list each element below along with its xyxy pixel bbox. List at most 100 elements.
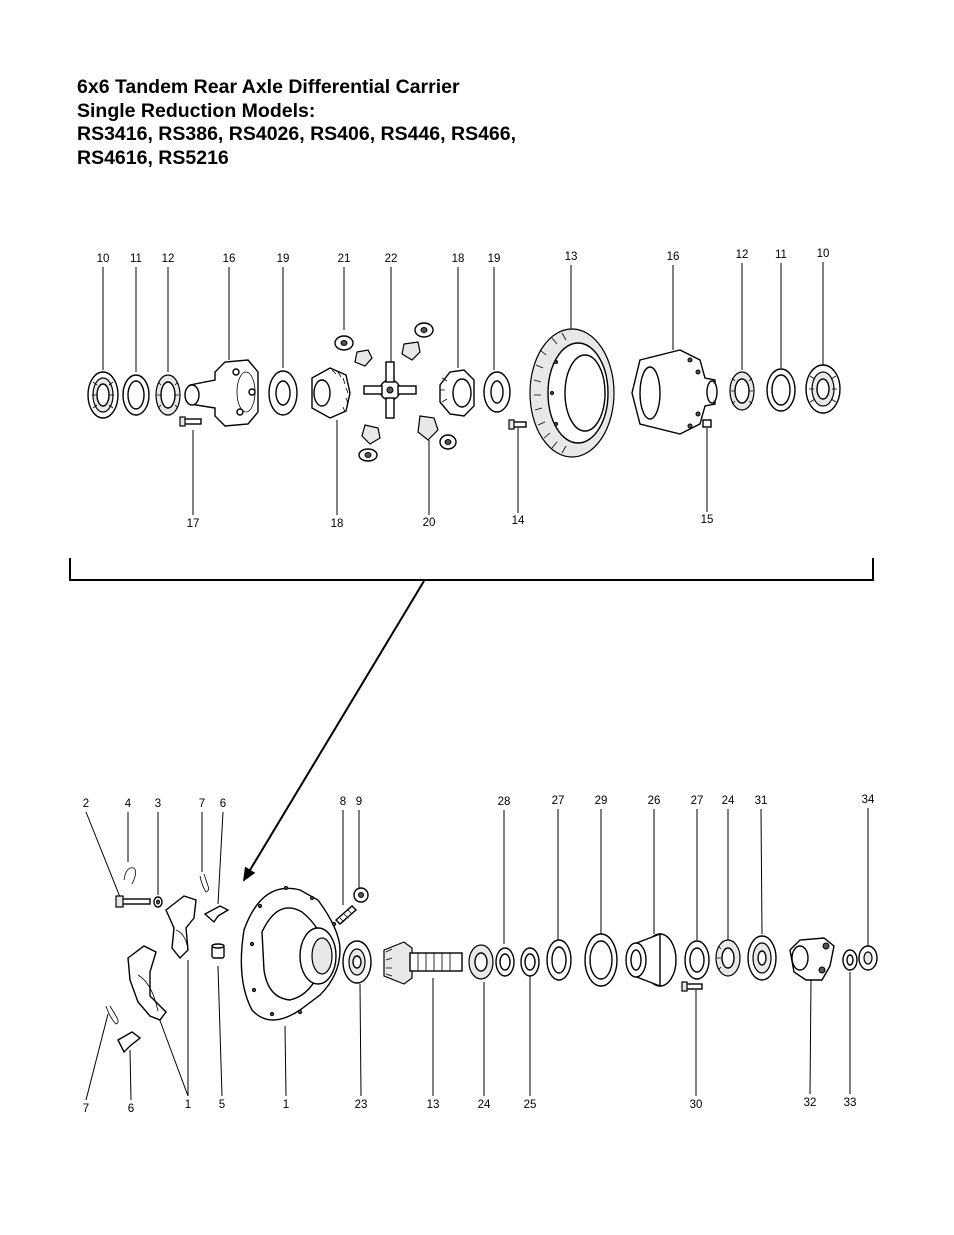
oil-seal-31 (747, 935, 777, 981)
adjuster-lock-6-upper (203, 905, 230, 924)
assembly-arrow (242, 580, 425, 882)
callout-13: 13 (427, 1099, 440, 1111)
pinion-washer-21-a (334, 335, 354, 351)
bolt-30 (681, 981, 703, 992)
bearing-cup-11-right (766, 368, 796, 412)
callout-24: 24 (478, 1099, 491, 1111)
callout-33: 33 (844, 1097, 857, 1109)
nut-9 (353, 887, 369, 903)
ring-gear-13 (529, 328, 615, 458)
pinion-washer-20-a (358, 448, 378, 462)
callout-32: 32 (804, 1097, 817, 1109)
callout-18: 18 (452, 253, 465, 265)
callout-8: 8 (340, 796, 346, 808)
callout-4: 4 (125, 798, 132, 810)
bottom-leader-lines (85, 808, 869, 1101)
callout-3: 3 (155, 798, 161, 810)
grouping-bracket (69, 558, 874, 581)
pinion-washer-20-b (439, 434, 457, 450)
callout-23: 23 (355, 1099, 368, 1111)
bearing-cap-1-lower (127, 945, 167, 1021)
callout-14: 14 (512, 515, 525, 527)
callout-25: 25 (524, 1099, 537, 1111)
callout-17: 17 (187, 518, 200, 530)
thrust-washer-19-right (483, 371, 511, 413)
dowel-5 (211, 943, 225, 959)
bearing-cage-26 (625, 932, 677, 988)
pinion-gear-21-b (401, 341, 421, 361)
callout-19: 19 (277, 253, 290, 265)
top-callout-labels: 10 11 12 16 19 21 22 18 19 13 16 12 11 1… (97, 248, 830, 530)
callout-16: 16 (667, 251, 680, 263)
adjuster-lock-6-lower (117, 1031, 142, 1054)
washer-33 (842, 949, 858, 971)
callout-21: 21 (338, 253, 351, 265)
title-line-3: RS3416, RS386, RS4026, RS406, RS446, RS4… (77, 123, 517, 145)
callout-20: 20 (423, 517, 436, 529)
callout-34: 34 (862, 794, 875, 806)
diagram-title: 6x6 Tandem Rear Axle Differential Carrie… (77, 76, 516, 170)
pinion-gear-20-b (417, 415, 439, 441)
spacer-28 (495, 947, 515, 977)
side-gear-18-left (311, 367, 351, 419)
callout-19: 19 (488, 253, 501, 265)
bearing-cup-11-left (122, 374, 150, 416)
diff-case-16-right (631, 349, 718, 435)
bearing-cone-24-left (468, 944, 494, 980)
title-line-2: Single Reduction Models: (77, 99, 316, 122)
bolt-17 (179, 416, 202, 427)
spider-22 (363, 361, 417, 419)
spacer-25 (520, 947, 540, 977)
callout-7: 7 (83, 1103, 89, 1115)
callout-26: 26 (648, 795, 661, 807)
callout-5: 5 (219, 1099, 225, 1111)
callout-2: 2 (83, 798, 89, 810)
callout-22: 22 (385, 253, 398, 265)
carrier-housing-1 (240, 885, 341, 1021)
callout-10: 10 (97, 253, 110, 265)
callout-28: 28 (498, 796, 511, 808)
callout-16: 16 (223, 253, 236, 265)
bearing-cap-1-upper (165, 895, 197, 960)
callout-27: 27 (691, 795, 704, 807)
bearing-cone-10-left (87, 371, 119, 419)
bearing-cone-10-right (805, 364, 841, 414)
callout-29: 29 (595, 795, 608, 807)
bearing-12-right (729, 371, 755, 411)
title-line-4: RS4616, RS5216 (77, 146, 229, 169)
pinion-gear-21-a (354, 349, 373, 367)
callout-7: 7 (199, 798, 205, 810)
pinion-nut-34 (858, 945, 878, 971)
yoke-32 (789, 937, 835, 981)
top-leader-lines (102, 262, 824, 515)
diff-case-16-left (184, 359, 259, 427)
callout-1: 1 (185, 1099, 191, 1111)
nut-15 (702, 419, 712, 428)
callout-11: 11 (130, 253, 142, 265)
bottom-callout-labels: 2 4 3 7 6 8 9 28 27 29 26 27 24 31 34 7 … (83, 794, 875, 1115)
capscrew-2 (115, 895, 151, 908)
callout-10: 10 (817, 248, 830, 260)
callout-15: 15 (701, 514, 714, 526)
callout-11: 11 (775, 249, 787, 261)
bolt-14 (508, 419, 527, 430)
callout-12: 12 (736, 249, 749, 261)
bearing-12-left (155, 374, 181, 416)
bearing-cup-27-left (546, 939, 572, 981)
shim-29 (584, 933, 618, 987)
callout-24: 24 (722, 795, 735, 807)
callout-6: 6 (128, 1103, 134, 1115)
callout-6: 6 (220, 798, 226, 810)
pilot-bearing-23 (342, 940, 372, 984)
cotter-pin-7-lower (105, 1005, 119, 1025)
washer-3 (153, 896, 163, 908)
callout-18: 18 (331, 518, 344, 530)
pinion-gear-20-a (361, 424, 381, 445)
title-line-1: 6x6 Tandem Rear Axle Differential Carrie… (77, 76, 460, 98)
bearing-cone-24-right (715, 939, 741, 977)
stud-8 (334, 905, 358, 925)
callout-1: 1 (283, 1099, 289, 1111)
thrust-washer-19-left (268, 370, 298, 416)
pinion-washer-21-b (414, 322, 434, 338)
